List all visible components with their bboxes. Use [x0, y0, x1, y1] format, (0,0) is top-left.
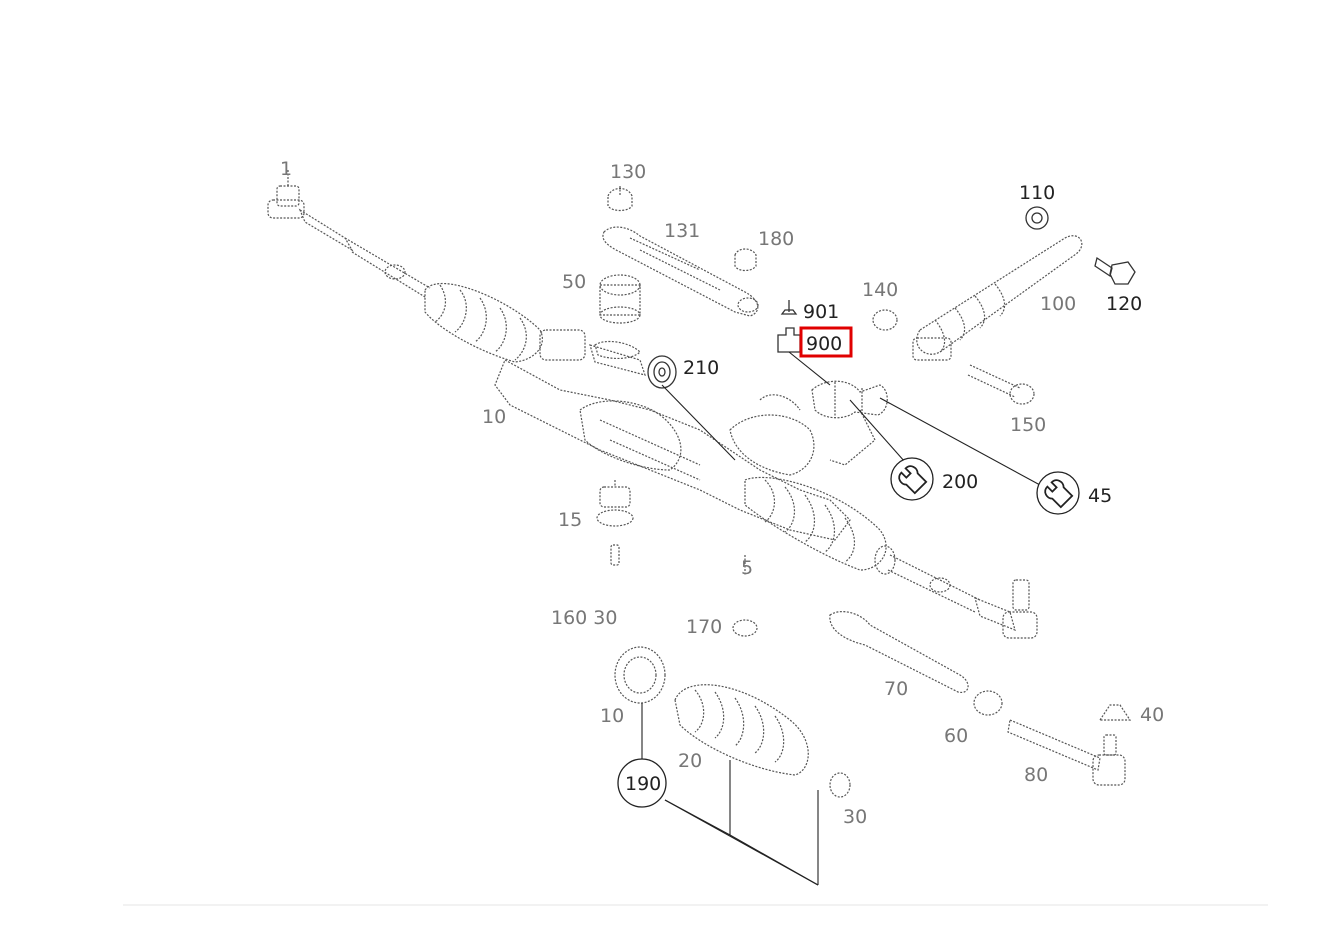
label-45[interactable]: 45 [1088, 485, 1112, 507]
right-tie-rod-end[interactable] [974, 579, 1038, 639]
label-170[interactable]: 170 [686, 616, 722, 638]
left-tie-rod-nut[interactable] [384, 264, 406, 280]
label-120[interactable]: 120 [1106, 293, 1142, 315]
label-100[interactable]: 100 [1040, 293, 1076, 315]
part-10-ring[interactable] [614, 646, 666, 704]
part-40-nut[interactable] [1098, 704, 1132, 721]
label-5[interactable]: 5 [741, 557, 753, 579]
left-tie-rod[interactable] [344, 237, 431, 298]
part-120-bolt[interactable] [1094, 256, 1136, 285]
label-30[interactable]: 30 [843, 806, 867, 828]
part-15-valve[interactable] [596, 480, 634, 527]
callout-190[interactable] [617, 758, 667, 808]
pin-icon [780, 300, 798, 315]
right-bellows[interactable] [744, 476, 896, 575]
label-10-lower[interactable]: 10 [600, 705, 624, 727]
part-150-bolt[interactable] [967, 364, 1035, 405]
label-20[interactable]: 20 [678, 750, 702, 772]
part-70-inner-tie-rod[interactable] [829, 611, 969, 694]
label-900[interactable]: 900 [806, 333, 842, 355]
callout-200[interactable] [890, 457, 934, 501]
label-180[interactable]: 180 [758, 228, 794, 250]
part-10-seal[interactable] [594, 340, 641, 359]
part-130-nut[interactable] [607, 186, 633, 212]
part-labels: 1 130 131 180 50 10 210 901 900 140 110 … [280, 158, 1164, 828]
label-10[interactable]: 10 [482, 406, 506, 428]
label-140[interactable]: 140 [862, 279, 898, 301]
part-210-cap[interactable] [647, 355, 677, 389]
part-170-clip[interactable] [732, 555, 758, 637]
left-tie-rod-end[interactable] [267, 170, 354, 252]
label-40[interactable]: 40 [1140, 704, 1164, 726]
label-131[interactable]: 131 [664, 220, 700, 242]
label-110[interactable]: 110 [1019, 182, 1055, 204]
rack-housing[interactable] [494, 329, 851, 541]
leader-lines [641, 351, 1041, 886]
steering-rack-assembly [267, 170, 1038, 639]
valve-body[interactable] [811, 380, 888, 466]
part-180-nut[interactable] [734, 248, 757, 272]
label-15[interactable]: 15 [558, 509, 582, 531]
label-130[interactable]: 130 [610, 161, 646, 183]
label-60[interactable]: 60 [944, 725, 968, 747]
label-200[interactable]: 200 [942, 471, 978, 493]
wrench-icon [898, 465, 928, 495]
label-190[interactable]: 190 [625, 773, 661, 795]
callout-45[interactable] [1036, 471, 1080, 515]
part-5-pin[interactable] [610, 544, 620, 566]
label-901[interactable]: 901 [803, 301, 839, 323]
label-210[interactable]: 210 [683, 357, 719, 379]
part-80-nut[interactable] [973, 690, 1003, 716]
highlighted-part-box [799, 326, 853, 358]
label-50[interactable]: 50 [562, 271, 586, 293]
part-110-washer[interactable] [1025, 206, 1049, 230]
part-140-nut[interactable] [872, 309, 898, 331]
part-60-outer-tie-rod[interactable] [1007, 719, 1126, 786]
part-100-tube[interactable] [912, 235, 1083, 361]
label-1[interactable]: 1 [280, 158, 292, 180]
label-150[interactable]: 150 [1010, 414, 1046, 436]
label-70[interactable]: 70 [884, 678, 908, 700]
label-80[interactable]: 80 [1024, 764, 1048, 786]
part-131-bracket[interactable] [602, 226, 759, 317]
connector-icon [777, 327, 801, 353]
label-160-30[interactable]: 160 30 [551, 607, 617, 629]
right-tie-rod-nut[interactable] [929, 577, 951, 593]
part-20-bellows[interactable] [674, 684, 809, 776]
left-bellows[interactable] [424, 282, 543, 363]
part-30-clamp[interactable] [829, 772, 851, 798]
right-tie-rod[interactable] [887, 554, 981, 613]
wrench-icon [1044, 479, 1074, 509]
part-50-bushing[interactable] [599, 274, 641, 324]
